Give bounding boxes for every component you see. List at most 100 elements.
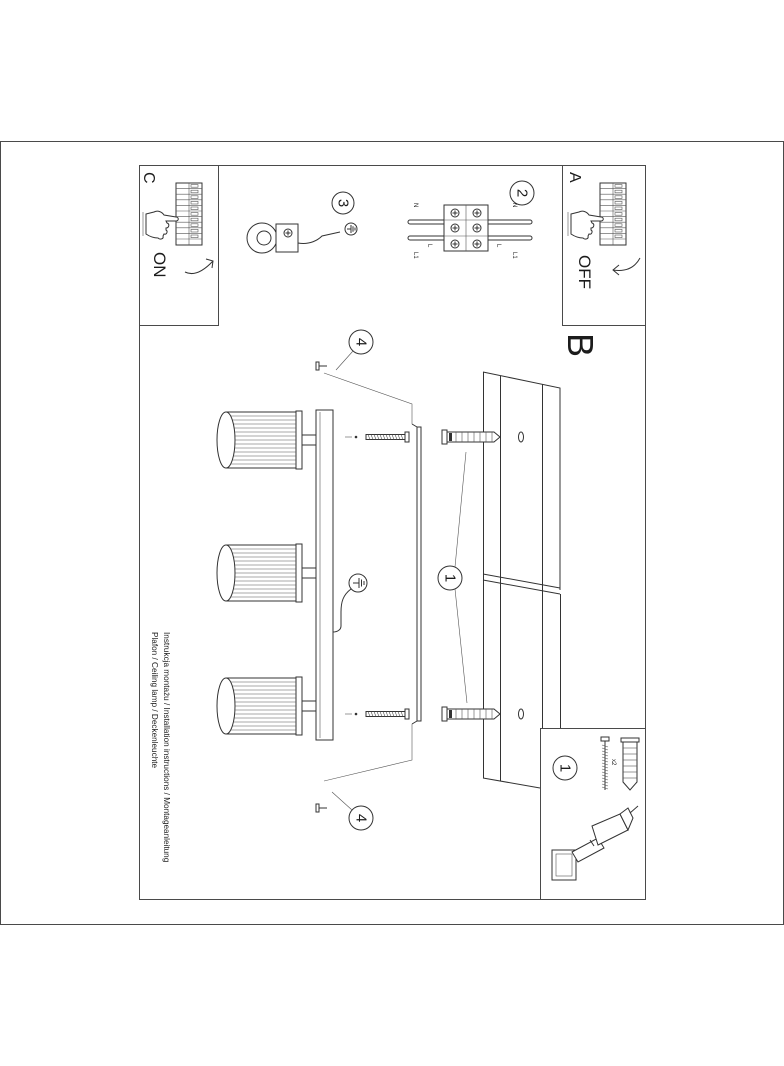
screw-head bbox=[404, 708, 410, 720]
step-1-drill-circle bbox=[552, 755, 578, 781]
fuse-switch bbox=[190, 212, 199, 216]
outer-border bbox=[0, 141, 784, 925]
fuse-switch bbox=[614, 206, 623, 210]
screw-tip bbox=[354, 435, 358, 439]
ground-symbol bbox=[347, 225, 356, 233]
drill-panel-border bbox=[540, 728, 646, 900]
screw-thread bbox=[400, 434, 404, 440]
step-4-leader-top bbox=[335, 350, 354, 371]
ground-symbol bbox=[353, 578, 365, 588]
bracket-bar bbox=[416, 426, 422, 722]
quantity-label: x2 bbox=[610, 759, 616, 766]
terminal-block-dividers bbox=[444, 205, 488, 251]
panel-c-letter: C bbox=[140, 172, 157, 184]
ring-terminal-crimp bbox=[275, 223, 299, 253]
screw-thread bbox=[373, 711, 377, 717]
step-2-number: 2 bbox=[514, 189, 531, 197]
shade-cap bbox=[295, 676, 303, 736]
step-1-leaders bbox=[454, 451, 468, 704]
wire-label-right-l1: L1 bbox=[511, 252, 517, 259]
screw-head bbox=[600, 736, 610, 742]
screw-thread bbox=[373, 434, 377, 440]
fuse-switch bbox=[614, 229, 623, 233]
terminal-screw-cross bbox=[285, 230, 291, 236]
fuse-switch bbox=[614, 184, 623, 188]
title-line-1: Instrukcja montażu / Installation instru… bbox=[162, 632, 171, 863]
switch-state-on: ON bbox=[150, 252, 169, 278]
wall-plug-screw-head bbox=[449, 710, 452, 718]
step-3-marker: 3 bbox=[331, 191, 355, 215]
screw-thread bbox=[601, 750, 609, 754]
screw-thread bbox=[370, 434, 374, 440]
screw-icon bbox=[600, 736, 610, 790]
screw-thread bbox=[601, 744, 609, 748]
fuse-switch bbox=[614, 217, 623, 222]
wall-plug-flange bbox=[620, 737, 640, 743]
page-frame bbox=[0, 141, 784, 925]
mounting-bracket bbox=[411, 423, 422, 725]
panel-a-letter: A bbox=[566, 172, 583, 183]
fuse-switch bbox=[190, 195, 199, 199]
shade-stem bbox=[301, 434, 317, 446]
screw-thread bbox=[601, 759, 609, 763]
wire-label-right-l: L bbox=[495, 244, 501, 248]
earth-wire bbox=[297, 231, 341, 244]
drill-battery-inner bbox=[555, 853, 573, 877]
wall-plug-icon bbox=[620, 737, 640, 791]
screw-thread bbox=[601, 786, 609, 790]
screw-thread bbox=[367, 711, 371, 717]
shade-cap bbox=[295, 410, 303, 470]
screw-thread bbox=[385, 434, 389, 440]
screw-thread bbox=[391, 434, 395, 440]
fuse-switch bbox=[190, 184, 199, 188]
fuse-switch bbox=[190, 229, 199, 233]
mounting-screw-icon bbox=[345, 708, 410, 720]
step-4-circle bbox=[348, 805, 374, 831]
step-4-number: 4 bbox=[353, 338, 370, 346]
screw-thread bbox=[370, 711, 374, 717]
fuse-switch bbox=[190, 217, 199, 222]
screw-thread bbox=[601, 768, 609, 772]
shade-outline bbox=[226, 677, 296, 735]
ceiling-top-edge bbox=[482, 371, 561, 590]
screw-head bbox=[404, 431, 410, 443]
hand-shape bbox=[570, 210, 604, 240]
screw-thread bbox=[388, 711, 392, 717]
terminal-block-icon bbox=[443, 204, 489, 252]
lamp-base bbox=[315, 409, 334, 741]
shade-stem bbox=[301, 567, 317, 579]
hand-shape bbox=[145, 210, 179, 240]
wire-label-left-l: L bbox=[426, 244, 432, 248]
step-4-marker-bottom: 4 bbox=[348, 805, 374, 831]
turn-arrow-icon bbox=[612, 257, 641, 276]
screw-thread bbox=[376, 711, 380, 717]
panel-a-border bbox=[562, 165, 646, 326]
title-line-2: Plafon / Ceiling lamp / Deckenleuchte bbox=[150, 632, 159, 769]
panel-b-letter: B bbox=[560, 333, 601, 357]
panel-c-border bbox=[139, 165, 219, 326]
wall-plug-icon bbox=[441, 429, 501, 445]
fuse-switch bbox=[190, 201, 199, 205]
fuse-switch bbox=[190, 206, 199, 210]
panel-a: A OFF bbox=[566, 172, 641, 289]
screw-thread bbox=[601, 774, 609, 778]
terminal-screws bbox=[450, 208, 482, 249]
drill-icon bbox=[551, 805, 639, 881]
fuse-switch bbox=[190, 189, 199, 194]
fuse-box-icon bbox=[599, 182, 627, 246]
small-screw-head bbox=[315, 361, 320, 371]
terminal-screw-cross bbox=[474, 225, 480, 231]
drill-handle bbox=[571, 837, 605, 863]
screw-thread bbox=[601, 780, 609, 784]
screw-thread bbox=[397, 711, 401, 717]
fuse-switch bbox=[190, 234, 199, 238]
wire-label-left-n: N bbox=[412, 203, 418, 207]
screw-thread bbox=[601, 777, 609, 781]
screw-thread bbox=[394, 434, 398, 440]
shade-stem bbox=[301, 700, 317, 712]
screw-thread bbox=[376, 434, 380, 440]
screw-thread bbox=[601, 753, 609, 757]
terminal-screw-cross bbox=[452, 210, 458, 216]
screw-thread bbox=[601, 756, 609, 760]
screw-thread bbox=[601, 762, 609, 766]
